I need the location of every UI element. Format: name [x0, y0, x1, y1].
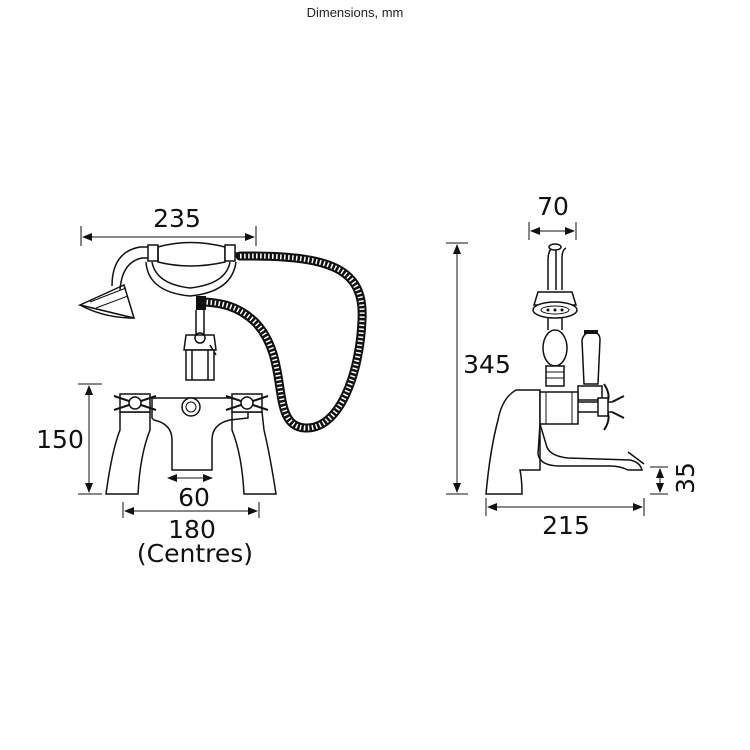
spout-height-label: 35 — [671, 462, 700, 494]
outlet-width-dimension: 60 — [167, 474, 213, 512]
spout-height-dimension: 35 — [650, 462, 700, 495]
right-cross-handle — [225, 393, 269, 413]
handset-diameter-label: 70 — [537, 192, 569, 221]
left-cross-handle — [113, 393, 157, 413]
outlet-width-label: 60 — [178, 483, 210, 512]
side-lever-handle — [577, 330, 603, 401]
depth-label: 215 — [542, 511, 590, 540]
total-height-label: 345 — [463, 350, 511, 379]
page-title: Dimensions, mm — [306, 5, 404, 20]
centres-note: (Centres) — [137, 539, 253, 568]
side-view: 70 — [446, 192, 700, 540]
total-height-dimension: 345 — [446, 242, 511, 495]
body-height-dimension: 150 — [36, 383, 102, 495]
shower-hose — [200, 251, 367, 433]
front-view: 235 — [36, 204, 367, 568]
handset-width-label: 235 — [153, 204, 201, 233]
front-body — [105, 393, 277, 495]
centres-label: 180 — [168, 515, 216, 544]
handset-width-dimension: 235 — [80, 204, 257, 246]
depth-dimension: 215 — [485, 498, 645, 540]
side-body — [485, 383, 645, 495]
side-handset — [532, 243, 578, 387]
body-height-label: 150 — [36, 425, 84, 454]
handset-diameter-dimension: 70 — [528, 192, 577, 240]
shower-handset — [77, 241, 250, 320]
centres-dimension: 180 (Centres) — [122, 502, 260, 568]
front-riser — [183, 310, 217, 381]
